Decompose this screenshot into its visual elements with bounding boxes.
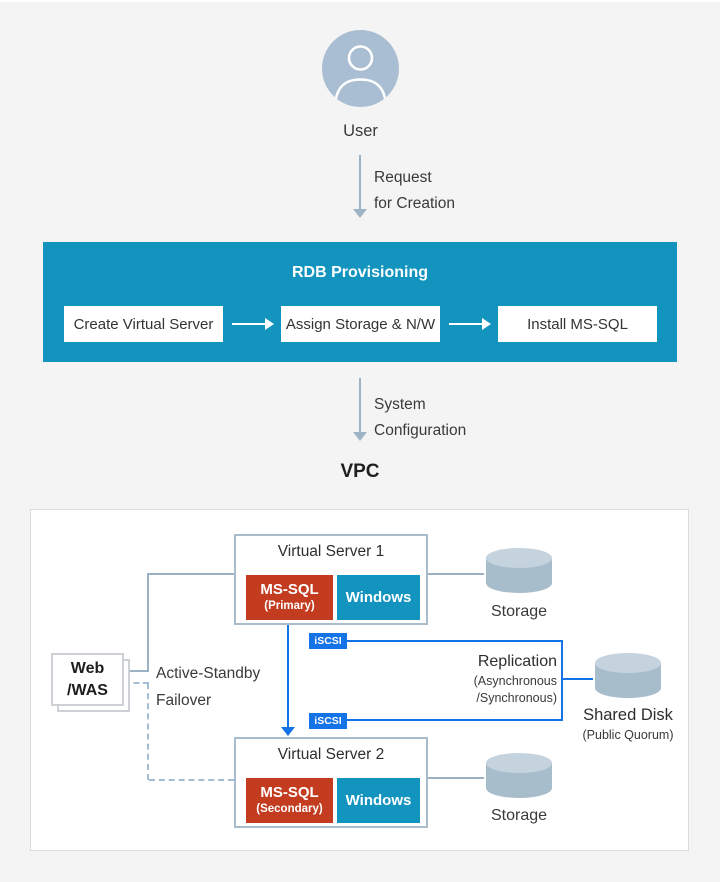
replication-title: Replication <box>477 653 557 670</box>
virtual-server-1-box: Virtual Server 1 MS-SQL (Primary) Window… <box>234 534 428 625</box>
failover-arrow-down-icon <box>281 727 295 736</box>
request-arrow-down-icon <box>353 209 367 218</box>
storage-2-label: Storage <box>490 807 548 824</box>
iscsi-badge-top: iSCSI <box>309 633 347 649</box>
virtual-server-1-title: Virtual Server 1 <box>277 543 385 560</box>
system-line1: System <box>374 396 426 413</box>
request-line1: Request <box>374 169 432 186</box>
secondary-role-label: (Secondary) <box>256 803 323 815</box>
failover-label: Active-Standby Failover <box>156 660 260 714</box>
shared-disk-sublabel: (Public Quorum) <box>582 728 674 742</box>
failover-line1: Active-Standby <box>156 665 261 682</box>
connector-webwas-standby <box>124 682 149 684</box>
connector-standby-riser <box>147 683 149 780</box>
replication-sub1: (Asynchronous <box>473 674 557 688</box>
storage-1-cylinder-icon <box>486 548 552 593</box>
ms-sql-secondary-box: MS-SQL (Secondary) <box>246 778 333 823</box>
replication-label: Replication (Asynchronous /Synchronous) <box>391 651 557 707</box>
vpc-panel: Virtual Server 1 MS-SQL (Primary) Window… <box>30 509 689 851</box>
web-was-line1: Web <box>70 659 105 677</box>
arrow-right-icon <box>232 318 274 330</box>
shared-disk-label: Shared Disk <box>583 706 673 724</box>
request-line2: for Creation <box>374 195 455 212</box>
arrow-right-icon <box>449 318 491 330</box>
step-install-ms-sql: Install MS-SQL <box>498 306 657 342</box>
connector-vs1-storage <box>428 573 484 575</box>
top-divider <box>0 0 720 2</box>
ms-sql-primary-box: MS-SQL (Primary) <box>246 575 333 620</box>
ms-sql-label: MS-SQL <box>260 581 319 598</box>
connector-standby-vs2 <box>149 779 234 781</box>
iscsi-badge-bottom: iSCSI <box>309 713 347 729</box>
windows-box: Windows <box>337 575 420 620</box>
step-create-virtual-server: Create Virtual Server <box>64 306 223 342</box>
web-was-box: Web /WAS <box>51 653 124 706</box>
rdb-provisioning-panel: RDB Provisioning Create Virtual Server A… <box>43 242 677 362</box>
failover-line2: Failover <box>156 692 212 709</box>
rdb-provisioning-title: RDB Provisioning <box>291 264 428 281</box>
windows-label: Windows <box>345 792 412 809</box>
web-was-line2: /WAS <box>67 681 108 699</box>
storage-2-cylinder-icon <box>486 753 552 798</box>
replication-sub2: /Synchronous) <box>476 691 557 705</box>
connector-webwas-active <box>124 670 149 672</box>
replication-shared-disk-line <box>563 678 593 680</box>
user-avatar-icon <box>322 30 399 107</box>
replication-bracket <box>347 640 563 721</box>
primary-role-label: (Primary) <box>264 600 315 612</box>
connector-active-vs1 <box>149 573 234 575</box>
virtual-server-2-box: Virtual Server 2 MS-SQL (Secondary) Wind… <box>234 737 428 828</box>
windows-box: Windows <box>337 778 420 823</box>
vpc-label: VPC <box>340 461 380 482</box>
connector-vs2-storage <box>428 777 484 779</box>
request-arrow-line <box>359 155 361 209</box>
shared-disk-cylinder-icon <box>595 653 661 698</box>
virtual-server-2-title: Virtual Server 2 <box>277 746 385 763</box>
system-arrow-label: System Configuration <box>374 392 466 444</box>
connector-active-riser <box>147 573 149 672</box>
system-line2: Configuration <box>374 422 467 439</box>
system-arrow-down-icon <box>353 432 367 441</box>
step-assign-storage-nw: Assign Storage & N/W <box>281 306 440 342</box>
request-arrow-label: Request for Creation <box>374 165 455 217</box>
storage-1-label: Storage <box>490 603 548 620</box>
ms-sql-label: MS-SQL <box>260 784 319 801</box>
failover-arrow-line <box>287 625 289 728</box>
system-arrow-line <box>359 378 361 432</box>
user-label: User <box>343 122 378 140</box>
windows-label: Windows <box>345 589 412 606</box>
